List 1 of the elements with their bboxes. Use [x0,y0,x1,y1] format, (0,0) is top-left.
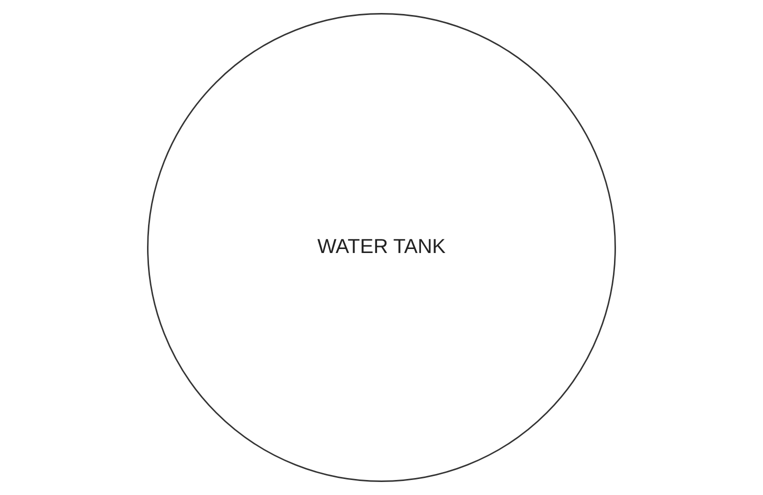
node-circle: WATER TANK [147,13,616,482]
